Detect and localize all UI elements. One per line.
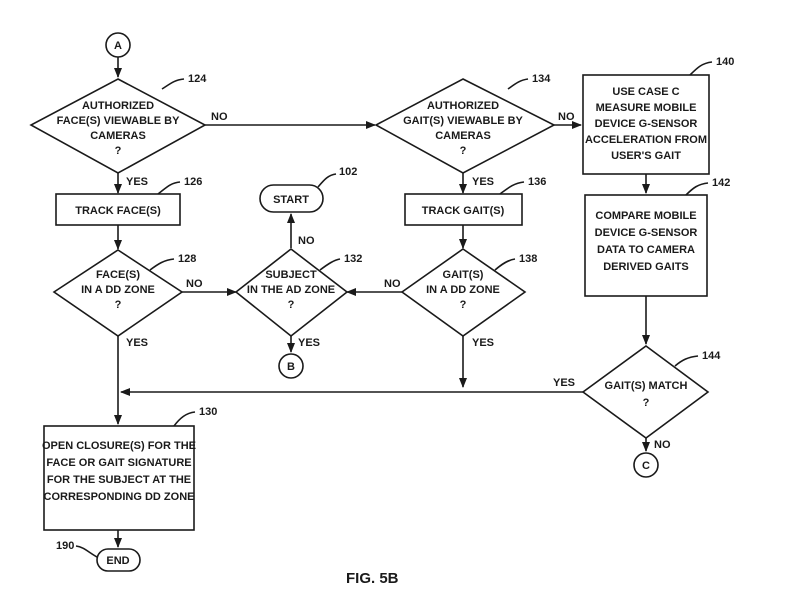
process-126: TRACK FACE(S): [55, 193, 181, 226]
ref-134: 134: [532, 73, 551, 85]
ref-128: 128: [178, 253, 196, 265]
connector-b-label: B: [287, 361, 295, 373]
ref-lead-130: [173, 411, 196, 427]
ref-144: 144: [702, 350, 721, 362]
ref-lead-124: [161, 78, 185, 90]
ref-lead-142: [685, 182, 709, 196]
decision-128: FACE(S) IN A DD ZONE ?: [52, 249, 184, 337]
d132-line-3: ?: [288, 299, 295, 311]
ref-lead-102: [317, 173, 337, 188]
ref-132: 132: [344, 253, 362, 265]
label-128-yes: YES: [126, 337, 148, 349]
p142-line-1: COMPARE MOBILE: [595, 210, 696, 222]
process-140: USE CASE C MEASURE MOBILE DEVICE G-SENSO…: [582, 74, 710, 175]
d132-line-2: IN THE AD ZONE: [247, 284, 335, 296]
label-134-no: NO: [558, 111, 575, 123]
label-138-yes: YES: [472, 337, 494, 349]
connector-a: A: [105, 32, 131, 58]
d138-line-3: ?: [460, 299, 467, 311]
p140-line-1: USE CASE C: [612, 86, 679, 98]
connector-c: C: [633, 452, 659, 478]
ref-lead-138: [494, 258, 516, 271]
d128-line-2: IN A DD ZONE: [81, 284, 155, 296]
ref-lead-190: [75, 545, 98, 558]
process-130: OPEN CLOSURE(S) FOR THE FACE OR GAIT SIG…: [42, 425, 196, 531]
ref-138: 138: [519, 253, 537, 265]
p130-line-4: CORRESPONDING DD ZONE: [44, 491, 195, 503]
label-124-no: NO: [211, 111, 228, 123]
p130-line-2: FACE OR GAIT SIGNATURE: [46, 457, 191, 469]
ref-136: 136: [528, 176, 546, 188]
figure-label: FIG. 5B: [346, 570, 399, 587]
d138-line-1: GAIT(S): [443, 269, 484, 281]
d128-line-1: FACE(S): [96, 269, 140, 281]
ref-lead-140: [689, 61, 713, 76]
ref-lead-134: [507, 78, 529, 90]
terminal-end: END: [96, 548, 141, 572]
end-label: END: [106, 555, 129, 567]
d144-line-2: ?: [643, 397, 650, 409]
decision-124: AUTHORIZED FACE(S) VIEWABLE BY CAMERAS ?: [29, 78, 207, 174]
p140-line-2: MEASURE MOBILE: [596, 102, 697, 114]
p126-line-1: TRACK FACE(S): [75, 205, 161, 217]
ref-lead-132: [319, 258, 341, 271]
start-label: START: [273, 194, 309, 206]
connector-b: B: [278, 353, 304, 379]
p136-line-1: TRACK GAIT(S): [422, 205, 505, 217]
p142-line-4: DERIVED GAITS: [603, 261, 689, 273]
connector-c-label: C: [642, 460, 650, 472]
ref-130: 130: [199, 406, 217, 418]
d134-line-3: CAMERAS: [435, 130, 491, 142]
p142-line-3: DATA TO CAMERA: [597, 244, 695, 256]
p140-line-3: DEVICE G-SENSOR: [595, 118, 698, 130]
ref-lead-126: [157, 181, 181, 195]
label-128-no: NO: [186, 278, 203, 290]
connector-a-label: A: [114, 40, 122, 52]
ref-lead-136: [499, 181, 525, 195]
d144-line-1: GAIT(S) MATCH: [605, 380, 688, 392]
process-142: COMPARE MOBILE DEVICE G-SENSOR DATA TO C…: [584, 194, 708, 297]
label-124-yes: YES: [126, 176, 148, 188]
p140-line-4: ACCELERATION FROM: [585, 134, 707, 146]
p140-line-5: USER'S GAIT: [611, 150, 681, 162]
d134-line-1: AUTHORIZED: [427, 100, 499, 112]
decision-144: GAIT(S) MATCH ?: [581, 345, 710, 439]
d124-line-1: AUTHORIZED: [82, 100, 154, 112]
p130-line-3: FOR THE SUBJECT AT THE: [47, 474, 191, 486]
label-144-yes: YES: [553, 377, 575, 389]
p130-line-1: OPEN CLOSURE(S) FOR THE: [42, 440, 196, 452]
ref-lead-128: [149, 258, 175, 271]
d124-line-4: ?: [115, 145, 122, 157]
decision-138: GAIT(S) IN A DD ZONE ?: [400, 248, 527, 337]
decision-132: SUBJECT IN THE AD ZONE ?: [234, 247, 349, 338]
label-134-yes: YES: [472, 176, 494, 188]
label-138-no: NO: [384, 278, 401, 290]
d134-line-4: ?: [460, 145, 467, 157]
d138-line-2: IN A DD ZONE: [426, 284, 500, 296]
terminal-start: START: [259, 184, 324, 213]
process-136: TRACK GAIT(S): [404, 193, 523, 226]
label-132-yes: YES: [298, 337, 320, 349]
d124-line-3: CAMERAS: [90, 130, 146, 142]
d134-line-2: GAIT(S) VIEWABLE BY: [403, 115, 523, 127]
ref-126: 126: [184, 176, 202, 188]
ref-190: 190: [56, 540, 74, 552]
label-132-no: NO: [298, 235, 315, 247]
ref-102: 102: [339, 166, 357, 178]
ref-142: 142: [712, 177, 730, 189]
d124-line-2: FACE(S) VIEWABLE BY: [57, 115, 181, 127]
label-144-no: NO: [654, 439, 671, 451]
ref-124: 124: [188, 73, 207, 85]
d128-line-3: ?: [115, 299, 122, 311]
p142-line-2: DEVICE G-SENSOR: [595, 227, 698, 239]
connector-lines: [114, 57, 650, 548]
d132-line-1: SUBJECT: [265, 269, 317, 281]
decision-134: AUTHORIZED GAIT(S) VIEWABLE BY CAMERAS ?: [374, 78, 556, 174]
ref-140: 140: [716, 56, 734, 68]
ref-lead-144: [674, 355, 699, 367]
